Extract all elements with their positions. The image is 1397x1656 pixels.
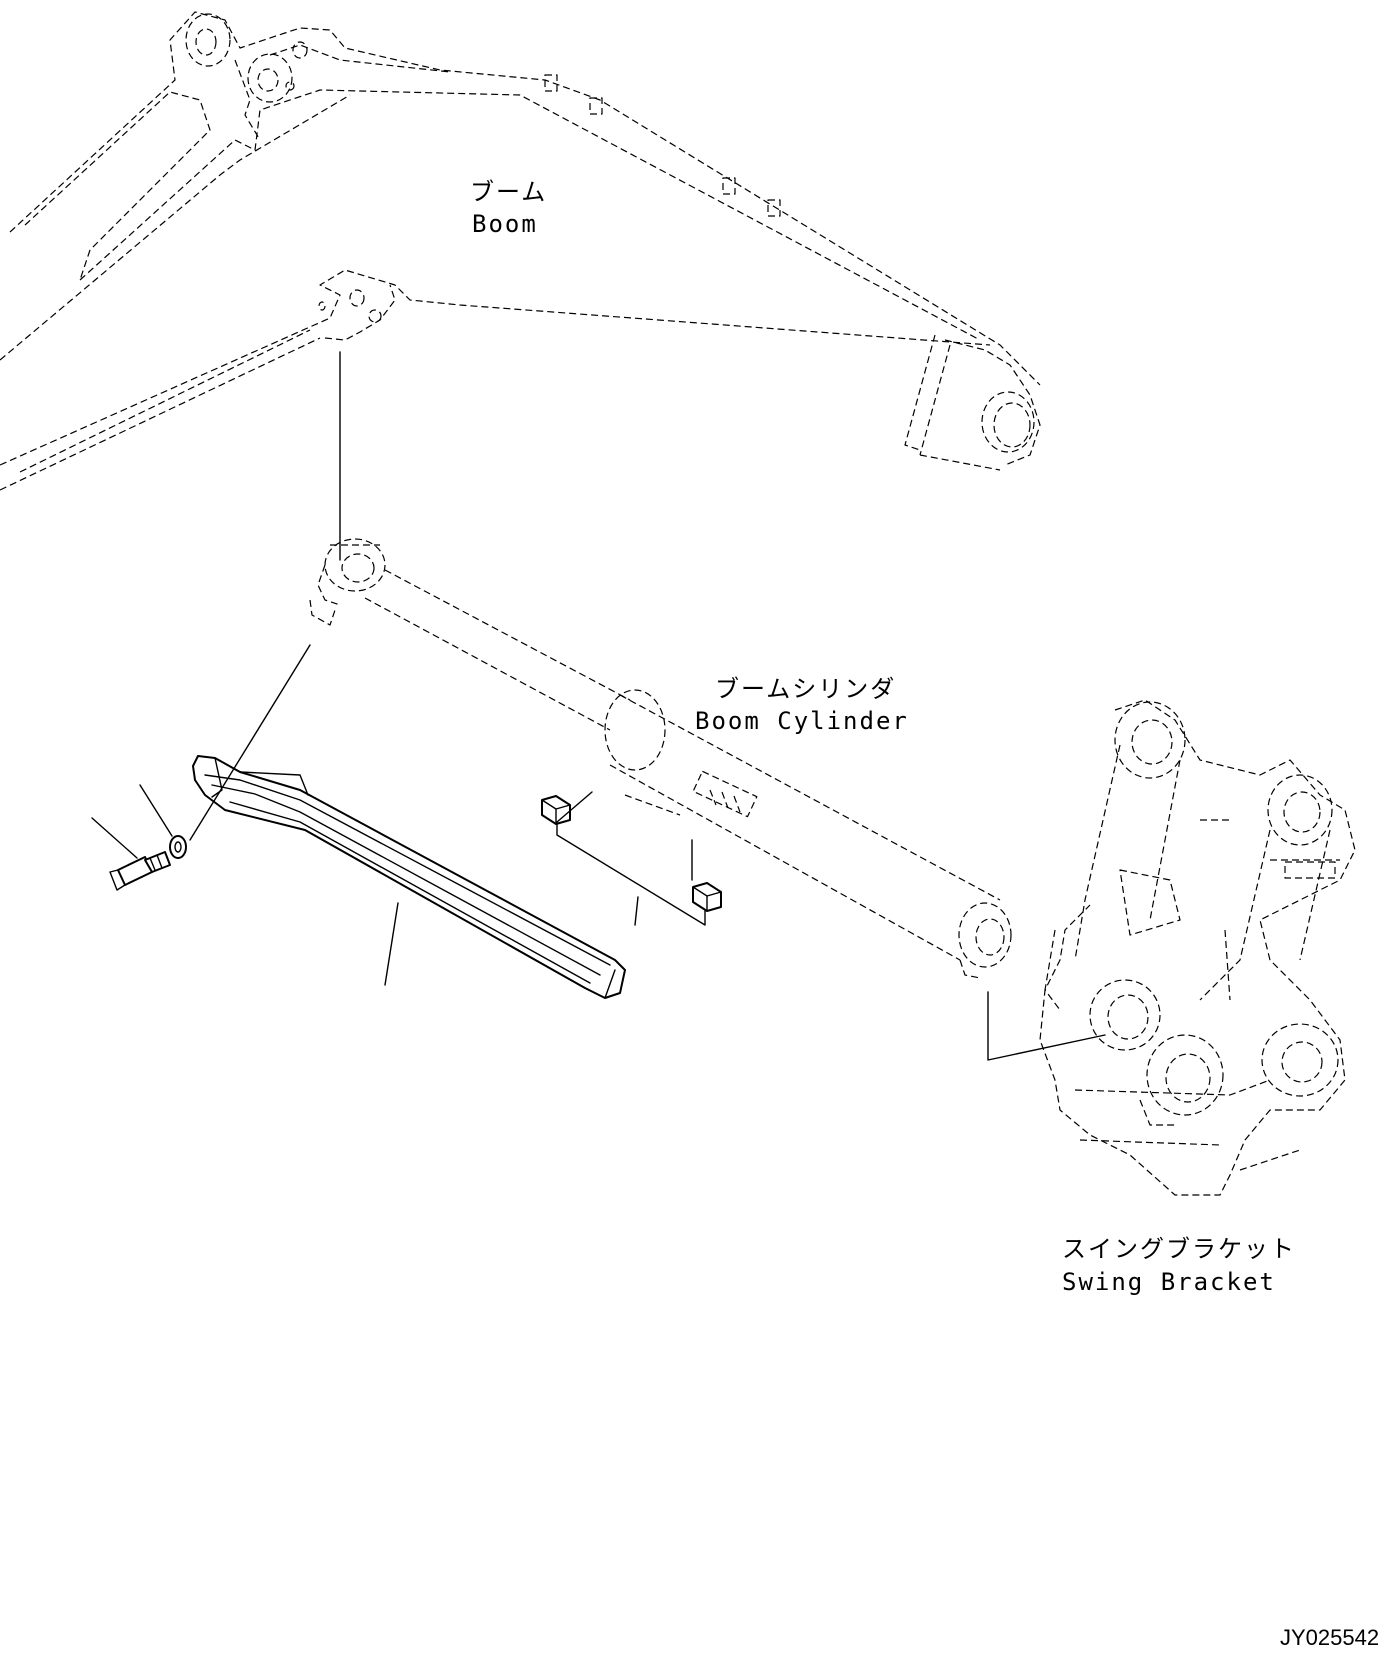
bolt bbox=[109, 851, 171, 891]
boom-cylinder-phantom bbox=[309, 538, 1012, 979]
swing-bracket-label-en: Swing Bracket bbox=[1062, 1268, 1276, 1296]
leader-lines bbox=[91, 351, 1106, 1061]
boom-cylinder-label-jp: ブームシリンダ bbox=[715, 675, 896, 703]
boom-cylinder-label-en: Boom Cylinder bbox=[695, 707, 909, 735]
spacer-blocks bbox=[541, 795, 722, 912]
swing-bracket-phantom bbox=[1039, 699, 1356, 1196]
swing-bracket-label-jp: スイングブラケット bbox=[1062, 1235, 1296, 1263]
boom-label-en: Boom bbox=[472, 210, 538, 238]
drawing-code: JY025542 bbox=[1280, 1625, 1379, 1650]
washer bbox=[169, 835, 187, 859]
boom-label-jp: ブーム bbox=[470, 178, 547, 206]
boom-phantom bbox=[0, 11, 1041, 491]
cylinder-guard-plate bbox=[192, 755, 626, 999]
